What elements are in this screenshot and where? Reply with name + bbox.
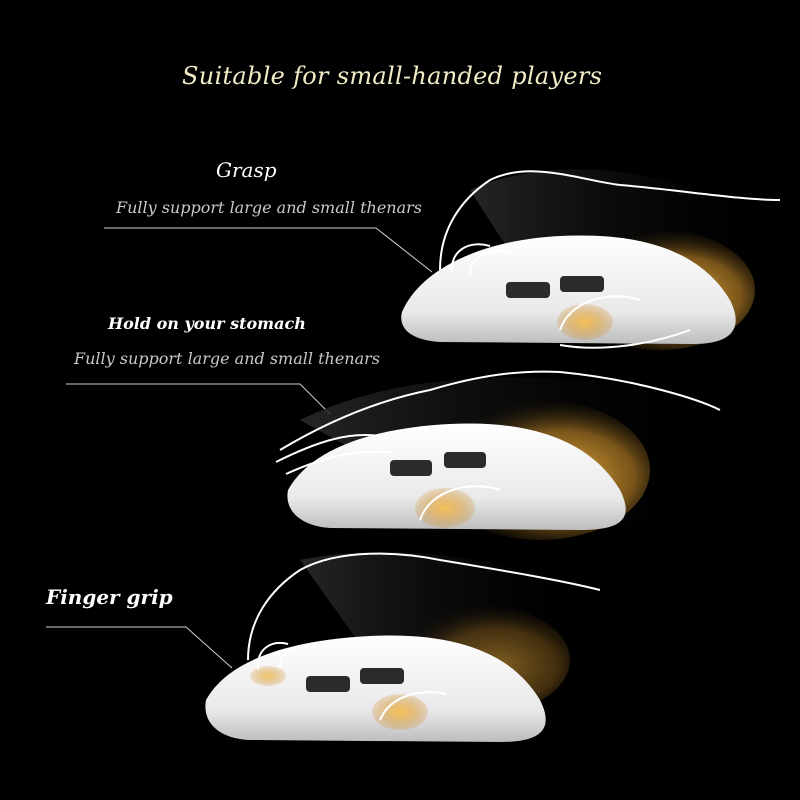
mouse-body (205, 635, 546, 742)
leader-line-finger (46, 626, 233, 669)
side-button-back (444, 452, 486, 468)
leader-line-stomach (66, 383, 331, 415)
side-button-front (390, 460, 432, 476)
grip-title-finger: Finger grip (46, 585, 173, 609)
grasp-illustration (401, 169, 781, 350)
side-button-back (360, 668, 404, 684)
finger-grip-illustration (205, 552, 601, 742)
thumb-contact (372, 694, 428, 730)
stomach-illustration (275, 370, 721, 540)
grip-title-grasp: Grasp (216, 158, 277, 182)
side-button-back (560, 276, 604, 292)
leader-line-grasp (104, 227, 433, 273)
hand-outline (275, 370, 721, 521)
leader-lines (46, 227, 433, 669)
hand-outline (247, 552, 601, 721)
grip-description-stomach: Fully support large and small thenars (74, 349, 380, 368)
hand-outline (439, 170, 781, 349)
fingertip-contact (250, 666, 286, 686)
side-button-front (506, 282, 550, 298)
thumb-contact (415, 488, 475, 528)
mouse-body (287, 423, 626, 530)
headline: Suitable for small-handed players (182, 62, 603, 90)
grip-title-stomach: Hold on your stomach (108, 314, 306, 333)
grip-description-grasp: Fully support large and small thenars (116, 198, 422, 217)
side-button-front (306, 676, 350, 692)
thumb-contact (557, 304, 613, 340)
